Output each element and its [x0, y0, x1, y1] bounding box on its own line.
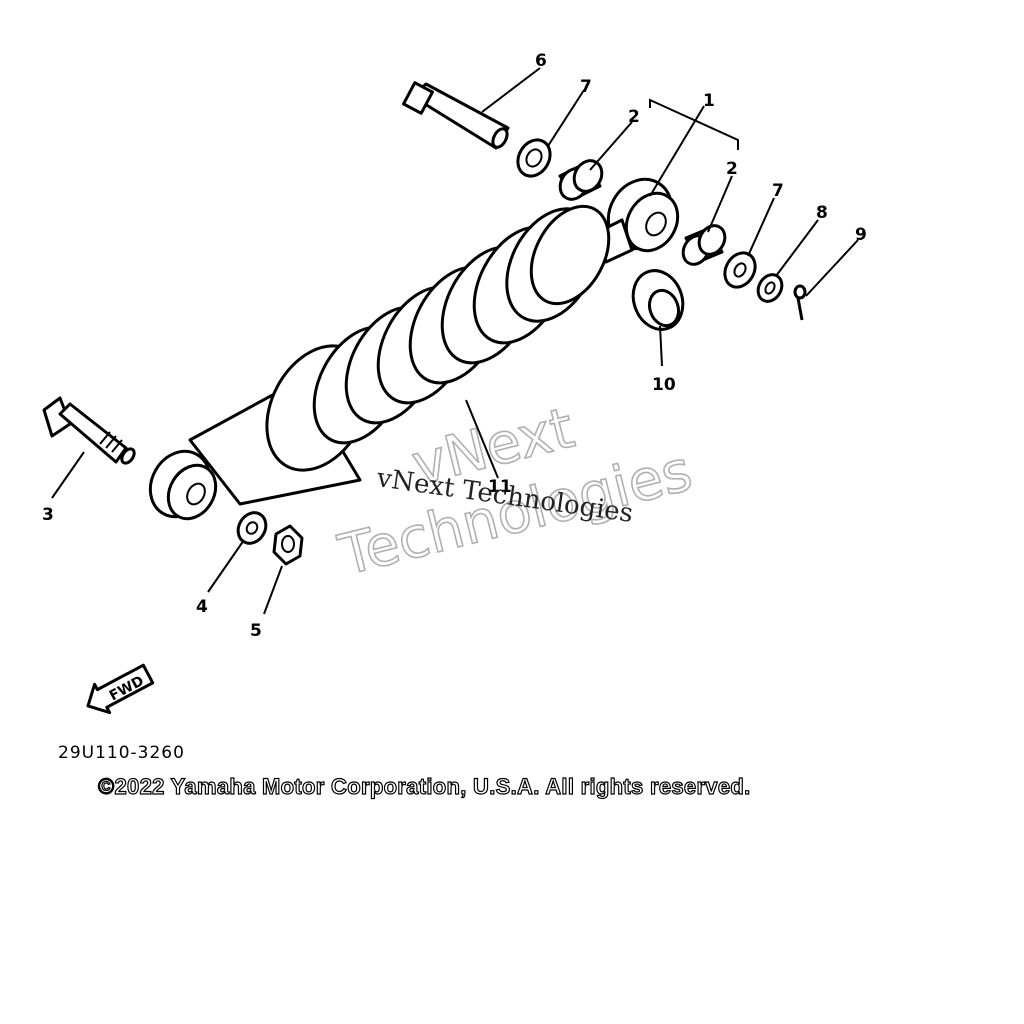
callout-10: 10 — [652, 375, 676, 395]
callout-2-left: 2 — [628, 107, 640, 127]
part-4-washer[interactable] — [233, 508, 272, 549]
shock-absorber-body[interactable] — [139, 168, 688, 528]
callout-11: 11 — [488, 477, 512, 497]
callout-labels: 6 7 1 2 2 7 8 9 10 11 3 4 5 — [42, 51, 867, 641]
callout-9: 9 — [855, 225, 867, 245]
part-7-washer-left[interactable] — [512, 134, 557, 182]
part-2-collar-right[interactable] — [678, 221, 730, 269]
callout-7-right: 7 — [772, 181, 784, 201]
callout-8: 8 — [816, 203, 828, 223]
part-7-washer-right[interactable] — [719, 247, 761, 292]
leader-lines — [51, 67, 859, 615]
callout-1: 1 — [703, 91, 715, 111]
part-5-nut[interactable] — [272, 524, 304, 566]
callout-2-right: 2 — [726, 159, 738, 179]
callout-5: 5 — [250, 621, 262, 641]
part-9-cotter-pin[interactable] — [793, 284, 807, 321]
callout-6: 6 — [535, 51, 547, 71]
callout-4: 4 — [196, 597, 208, 617]
diagram-code: 29U110-3260 — [58, 743, 185, 763]
callout-7-left: 7 — [580, 77, 592, 97]
callout-3: 3 — [42, 505, 54, 525]
part-6-bolt[interactable] — [402, 81, 510, 150]
part-8-washer[interactable] — [753, 270, 786, 305]
copyright-notice: ©2022 Yamaha Motor Corporation, U.S.A. A… — [97, 773, 751, 799]
part-10-spring-seat[interactable] — [625, 264, 691, 337]
fwd-arrow: FWD — [86, 663, 155, 715]
part-2-collar-left[interactable] — [555, 156, 608, 205]
part-3-bolt[interactable] — [42, 396, 137, 465]
